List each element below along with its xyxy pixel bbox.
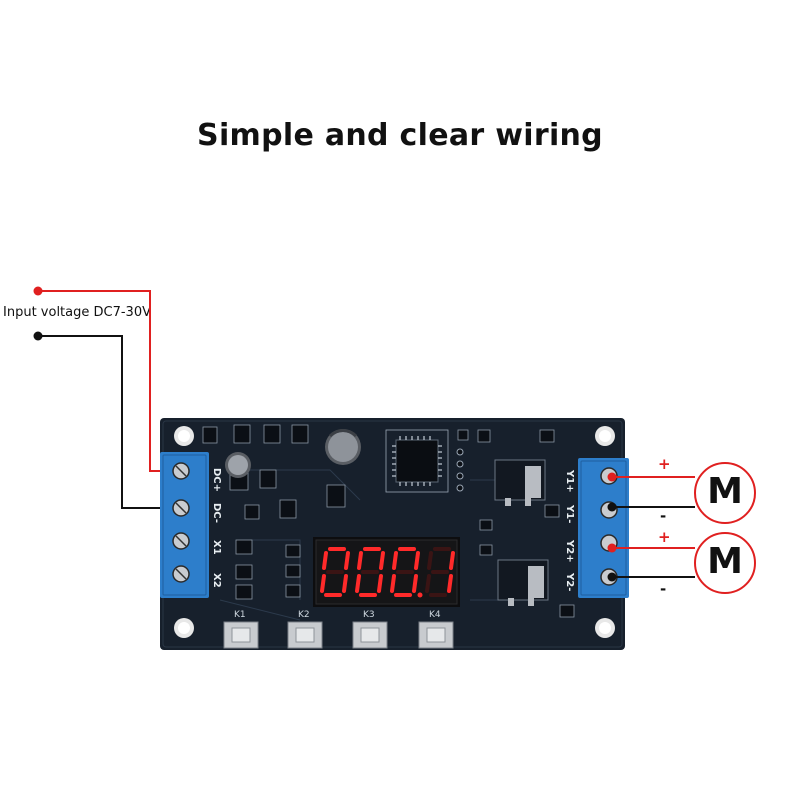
microcontroller-chip (385, 429, 449, 493)
digit-1-segment-b (344, 551, 350, 570)
decimal-point (417, 592, 423, 598)
digit-3-segment-b (414, 551, 420, 570)
digit-4-segment-c (447, 574, 453, 593)
terminal-label-x2: X2 (211, 573, 222, 588)
digit-2-segment-c (377, 574, 383, 593)
digit-1-segment-e (320, 574, 326, 593)
display-digits (320, 547, 455, 598)
output1-plus-mark: + (658, 455, 671, 473)
page-title: Simple and clear wiring (197, 118, 603, 153)
motor-2-label: M (707, 541, 743, 582)
capacitor (225, 429, 361, 478)
output2-negative-wire (607, 572, 695, 582)
output1-minus-mark: - (660, 507, 667, 525)
button-label-k3: K3 (363, 610, 375, 620)
output1-negative-wire (607, 502, 695, 512)
digit-3-segment-f (392, 551, 398, 570)
input-negative-wire (33, 331, 186, 509)
terminal-label-x1: X1 (211, 540, 222, 555)
button-label-k4: K4 (429, 610, 441, 620)
terminal-label-y2-minus: Y2- (564, 573, 575, 592)
digit-2-segment-f (357, 551, 363, 570)
terminal-label-y1-minus: Y1- (564, 505, 575, 524)
digit-3-segment-c (412, 574, 418, 593)
input-terminal-block (160, 452, 209, 598)
pin-header (456, 448, 464, 492)
button-label-k2: K2 (298, 610, 310, 620)
output2-minus-mark: - (660, 580, 667, 598)
motor-1-icon (694, 462, 756, 524)
mosfet (494, 459, 549, 606)
digit-1-segment-c (342, 574, 348, 593)
tactile-button-k4 (418, 621, 454, 649)
tactile-button-k1 (223, 621, 259, 649)
pcb-board (160, 418, 625, 650)
digit-4-segment-f (427, 551, 433, 570)
terminal-label-dc-plus: DC+ (211, 468, 222, 493)
digit-1-segment-f (322, 551, 328, 570)
mounting-hole (174, 426, 615, 638)
motor-2-icon (694, 532, 756, 594)
digit-2-segment-b (379, 551, 385, 570)
digit-4-segment-e (425, 574, 431, 593)
terminal-label-y1-plus: Y1+ (564, 470, 575, 493)
button-label-k1: K1 (234, 610, 246, 620)
digit-4-segment-b (449, 551, 455, 570)
digit-3-segment-e (390, 574, 396, 593)
input-voltage-label: Input voltage DC7-30V (3, 305, 151, 320)
output2-positive-wire (607, 543, 695, 553)
terminal-label-y2-plus: Y2+ (564, 540, 575, 563)
terminal-label-dc-minus: DC- (211, 503, 222, 524)
digit-2-segment-e (355, 574, 361, 593)
output1-positive-wire (607, 472, 695, 482)
tactile-button-k2 (287, 621, 323, 649)
tactile-button-k3 (352, 621, 388, 649)
motor-1-label: M (707, 471, 743, 512)
output2-plus-mark: + (658, 528, 671, 546)
